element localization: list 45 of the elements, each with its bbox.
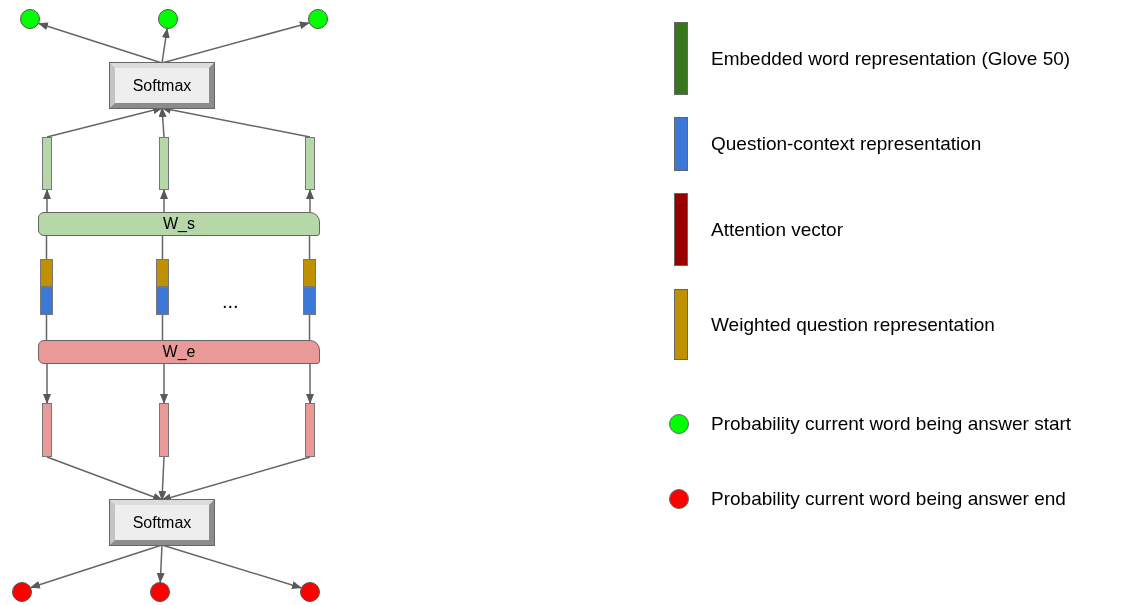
vector-bar: [156, 287, 169, 315]
arrow: [38, 22, 163, 64]
arrow: [158, 107, 167, 138]
arrow: [160, 189, 168, 213]
vector-bar: [303, 287, 316, 315]
weight-layer-band: W_e: [38, 340, 320, 364]
connector-line: [308, 235, 311, 260]
connector-line: [161, 235, 164, 260]
vector-bar: [40, 259, 53, 287]
arrow: [46, 456, 163, 501]
connector-line: [308, 314, 311, 341]
softmax-box: Softmax: [110, 63, 214, 108]
vector-bar: [303, 259, 316, 287]
vector-bar: [40, 287, 53, 315]
legend-label: Probability current word being answer start: [711, 414, 1072, 433]
legend-label: Probability current word being answer end: [711, 489, 1066, 508]
vector-bar: [159, 137, 169, 190]
weight-layer-band: W_s: [38, 212, 320, 236]
arrow: [46, 106, 163, 138]
arrow: [30, 544, 163, 589]
arrow: [158, 456, 167, 501]
vector-bar: [159, 403, 169, 457]
legend-label: Attention vector: [711, 219, 844, 239]
arrow: [43, 363, 51, 404]
vector-bar: [42, 403, 52, 457]
arrow: [43, 189, 51, 213]
arrow: [306, 363, 314, 404]
arrow: [161, 544, 302, 589]
softmax-box: Softmax: [110, 500, 214, 545]
arrow: [160, 363, 168, 404]
legend-label: Embedded word representation (Glove 50): [711, 48, 1071, 68]
arrow: [161, 456, 311, 502]
arrow: [161, 27, 170, 64]
vector-bar: [305, 403, 315, 457]
vector-bar: [42, 137, 52, 190]
vector-bar: [305, 137, 315, 190]
arrow: [156, 544, 165, 583]
arrow: [306, 189, 314, 213]
legend-label: Weighted question representation: [711, 314, 995, 334]
ellipsis-text: ...: [222, 289, 239, 314]
connector-line: [161, 314, 164, 341]
connector-line: [45, 314, 48, 341]
connector-line: [45, 235, 48, 260]
legend-label: Question-context representation: [711, 134, 982, 153]
vector-bar: [156, 259, 169, 287]
